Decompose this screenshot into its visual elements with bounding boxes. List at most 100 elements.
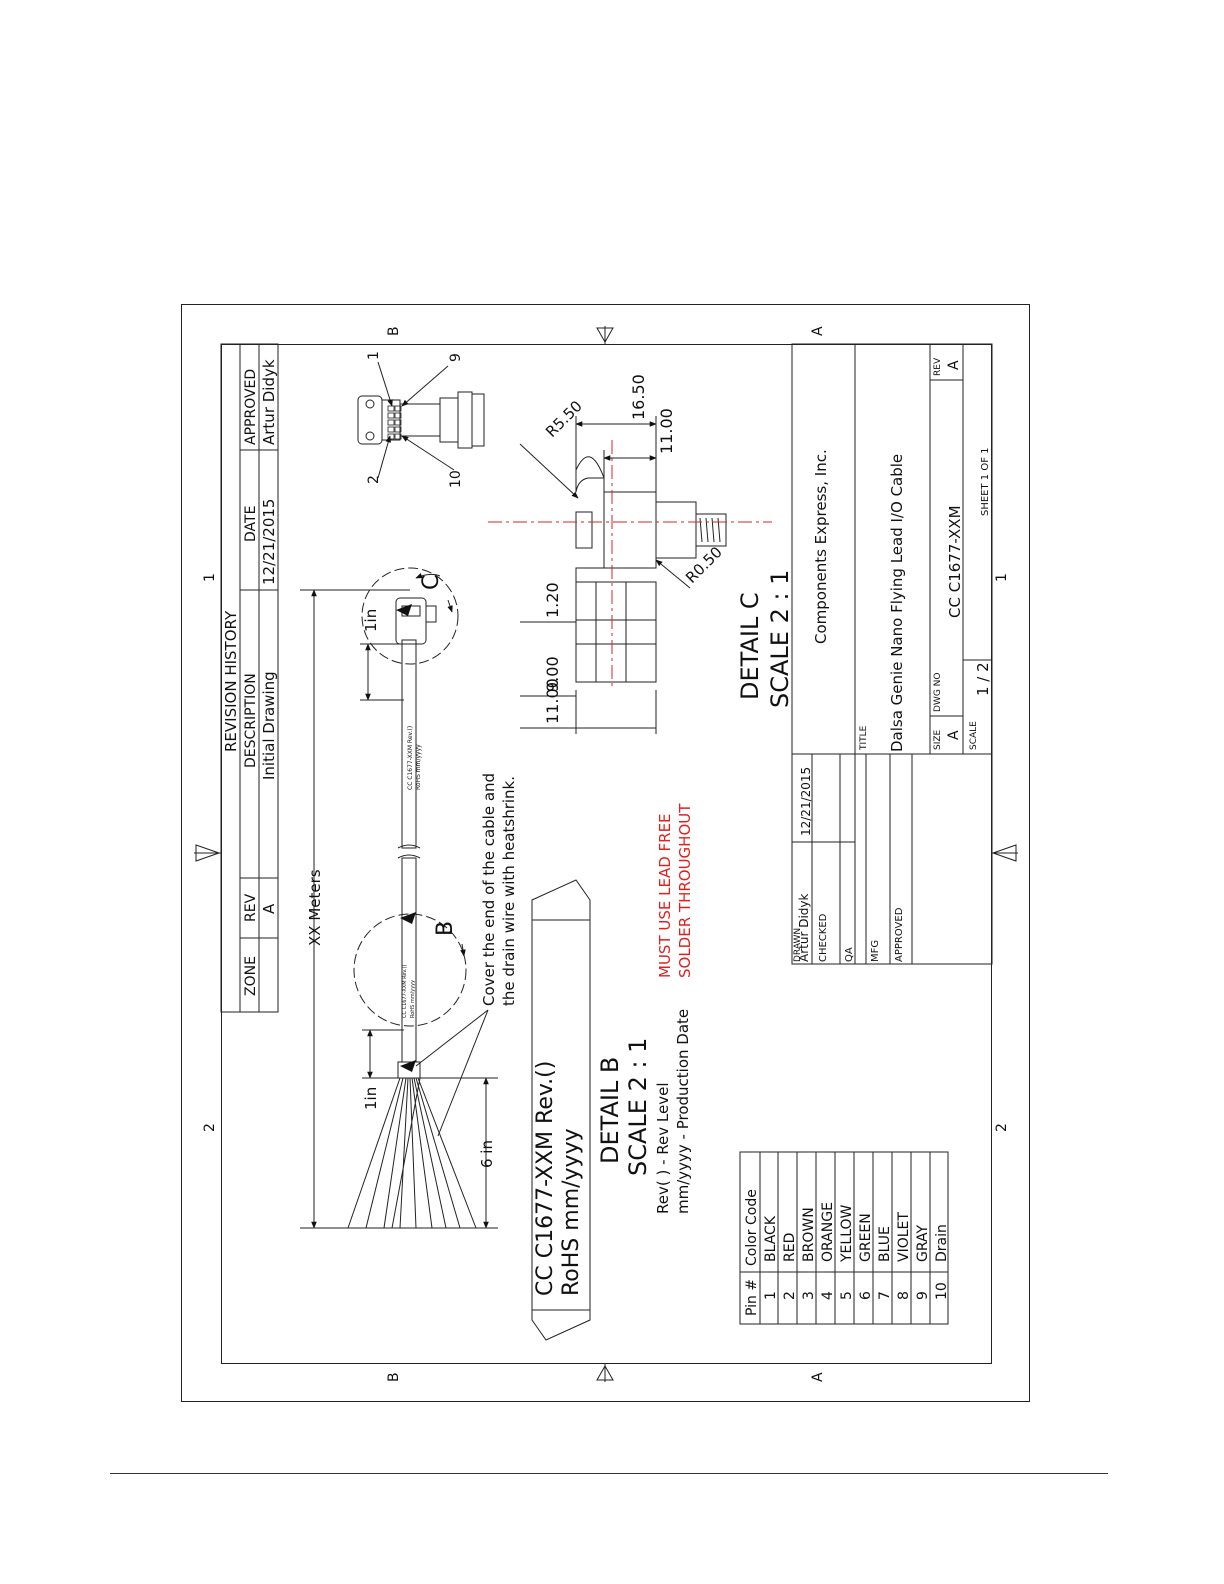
detail-c-callout: C [419, 575, 444, 590]
dim-r5-50: R5.50 [542, 397, 586, 441]
dim-11-00-bottom: 11.00 [543, 678, 562, 724]
rev-header-description: DESCRIPTION [243, 673, 259, 768]
drawing-border-outer [181, 304, 1030, 1402]
tb-drawn-name: Artur Didyk [797, 894, 811, 962]
detail-b-print-line1: CC C1677-XXM Rev.() [533, 1061, 558, 1296]
pin-number: 1 [763, 1291, 779, 1300]
lead-free-note-2: SOLDER THROUGHOUT [676, 803, 694, 978]
pin-color: BLUE [877, 1226, 893, 1262]
pin-number: 7 [877, 1291, 893, 1300]
detail-b-legend-2: mm/yyyy - Production Date [674, 1009, 692, 1214]
rev-row-date: 12/21/2015 [260, 499, 278, 585]
dim-9-00: 9.00 [543, 656, 562, 692]
pin-table-text: Pin # Color Code 1 BLACK 2 RED 3 BROWN 4 ORANGE 5 Y… [744, 1189, 950, 1316]
zone-2-left: 2 [202, 1123, 218, 1132]
detail-b-callout: B [433, 921, 458, 936]
tb-rev: A [946, 360, 962, 370]
heatshrink-note-line1: Cover the end of the cable and [480, 773, 498, 1006]
tb-sheet: SHEET 1 OF 1 [980, 448, 991, 517]
zone-b-bottom: B [386, 1372, 402, 1382]
zone-1-right: 1 [994, 573, 1010, 582]
pin-number: 4 [820, 1291, 836, 1300]
rev-row-description: Initial Drawing [260, 671, 278, 780]
detail-c-centerlines [488, 440, 772, 690]
tb-dwg-no: CC C1677-XXM [946, 505, 964, 618]
pin-header-pin: Pin # [744, 1279, 760, 1316]
cable-print-small-1: CC C1677-XXM Rev.() [407, 726, 414, 790]
pin-label-2: 2 [366, 475, 382, 484]
zone-2-right: 2 [994, 1123, 1010, 1132]
pin-number: 10 [934, 1282, 950, 1300]
zone-1-top: 1 [202, 573, 218, 582]
pin-number: 3 [801, 1291, 817, 1300]
tb-dwg-label: DWG NO [933, 673, 943, 712]
tb-qa-label: QA [844, 947, 855, 962]
rev-row-approved: Artur Didyk [260, 359, 278, 445]
pin-label-9: 9 [448, 353, 464, 362]
cable-arrowheads [396, 604, 416, 1072]
tb-size: A [946, 730, 962, 740]
dim-1-20: 1.20 [543, 582, 562, 618]
tb-drawn-label: DRAWN [793, 928, 803, 962]
rev-header-zone: ZONE [243, 956, 259, 996]
pin-color: ORANGE [820, 1202, 836, 1262]
rev-header-approved: APPROVED [243, 369, 259, 445]
rev-header-rev: REV [243, 893, 259, 922]
zone-a-top: A [810, 326, 826, 336]
detail-c-scale: SCALE 2 : 1 [766, 570, 794, 708]
pin-color: BLACK [763, 1215, 779, 1262]
tb-company: Components Express, Inc. [812, 449, 830, 644]
pin-number: 6 [858, 1291, 874, 1300]
pin-color: Drain [934, 1224, 950, 1262]
lead-free-note-1: MUST USE LEAD FREE [656, 813, 674, 978]
pin-number: 9 [915, 1291, 931, 1300]
pin-color: RED [782, 1233, 798, 1262]
left-1in-label: 1in [362, 1087, 380, 1110]
tb-scale-label: SCALE [969, 721, 979, 750]
right-1in-label: 1in [362, 609, 380, 632]
cable-print-small-b1: CC C1677-XXM Rev.() [402, 964, 408, 1018]
pin-number: 2 [782, 1291, 798, 1300]
dim-16-50: 16.50 [629, 374, 648, 420]
detail-b-legend-1: Rev( ) - Rev Level [654, 1083, 672, 1215]
pin-color-table [739, 1151, 949, 1325]
tb-rev-label: REV [933, 357, 943, 376]
centering-marks [194, 326, 1018, 1382]
footer-rule [110, 1473, 1108, 1474]
pin-color: YELLOW [839, 1204, 855, 1263]
detail-b-cable [531, 879, 591, 1341]
zone-b-top: B [386, 326, 402, 336]
detail-b-scale: SCALE 2 : 1 [624, 1038, 652, 1176]
pin-color: GREEN [858, 1213, 874, 1262]
detail-b-label: DETAIL B [596, 1057, 624, 1164]
cable-assembly [300, 567, 498, 1229]
tb-drawn-date: 12/21/2015 [799, 767, 813, 836]
tb-title-label: TITLE [859, 725, 869, 751]
detail-b-print-line2: RoHS mm/yyyy [559, 1128, 584, 1296]
xx-meters-label: XX Meters [306, 869, 324, 946]
detail-c-label: DETAIL C [736, 592, 764, 700]
tb-size-label: SIZE [933, 729, 943, 750]
pin-number: 8 [896, 1291, 912, 1300]
tb-mfg-label: MFG [870, 940, 881, 962]
rev-row-rev: A [260, 903, 278, 914]
pin-color: VIOLET [896, 1212, 912, 1262]
tb-title: Dalsa Genie Nano Flying Lead I/O Cable [888, 454, 906, 752]
cable-print-small-b2: RoHS mm/yyyy [410, 980, 416, 1018]
title-block [791, 343, 993, 965]
cable-print-small-2: RoHS mm/yyyy [415, 744, 422, 790]
revision-history-table [220, 343, 279, 1013]
pin-label-10: 10 [448, 470, 464, 488]
dim-r0-50: R0.50 [682, 543, 726, 587]
tb-scale: 1 / 2 [974, 662, 992, 696]
connector-end-view [357, 361, 485, 479]
six-in-label: 6 in [478, 1140, 496, 1168]
tb-approved-label: APPROVED [894, 907, 905, 962]
pin-color: BROWN [801, 1207, 817, 1262]
revision-history-title: REVISION HISTORY [222, 610, 240, 752]
tb-checked-label: CHECKED [818, 913, 829, 962]
pin-number: 5 [839, 1291, 855, 1300]
detail-c-dimensions [519, 416, 691, 734]
pin-header-color: Color Code [744, 1189, 760, 1266]
